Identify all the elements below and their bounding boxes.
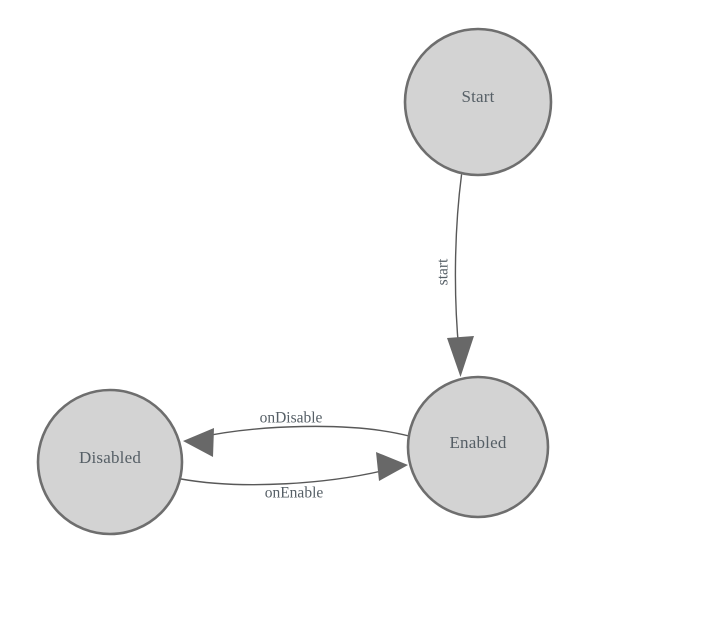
- edge-start-to-enabled-path: [454, 174, 463, 353]
- arrowhead-down-icon: [447, 336, 474, 377]
- node-enabled-circle: [406, 375, 550, 519]
- arrowhead-right-icon: [376, 452, 408, 481]
- arrowhead-left-icon: [183, 428, 214, 457]
- edge-start-to-enabled[interactable]: start: [435, 174, 474, 377]
- node-enabled[interactable]: Enabled: [406, 375, 550, 519]
- node-start[interactable]: Start: [403, 27, 553, 177]
- edge-enabled-to-disabled-path: [195, 425, 410, 439]
- edge-label-start: start: [435, 258, 452, 285]
- edge-label-onenable: onEnable: [265, 485, 324, 502]
- node-enabled-label: Enabled: [449, 433, 506, 452]
- node-start-circle: [403, 27, 553, 177]
- node-disabled-label: Disabled: [79, 448, 141, 467]
- node-disabled[interactable]: Disabled: [36, 388, 184, 536]
- edge-label-ondisable: onDisable: [260, 410, 323, 427]
- edge-enabled-to-disabled[interactable]: onDisable: [183, 410, 410, 457]
- node-start-label: Start: [461, 87, 494, 106]
- edge-disabled-to-enabled[interactable]: onEnable: [180, 452, 408, 502]
- node-disabled-circle: [36, 388, 184, 536]
- edge-disabled-to-enabled-path: [180, 468, 391, 486]
